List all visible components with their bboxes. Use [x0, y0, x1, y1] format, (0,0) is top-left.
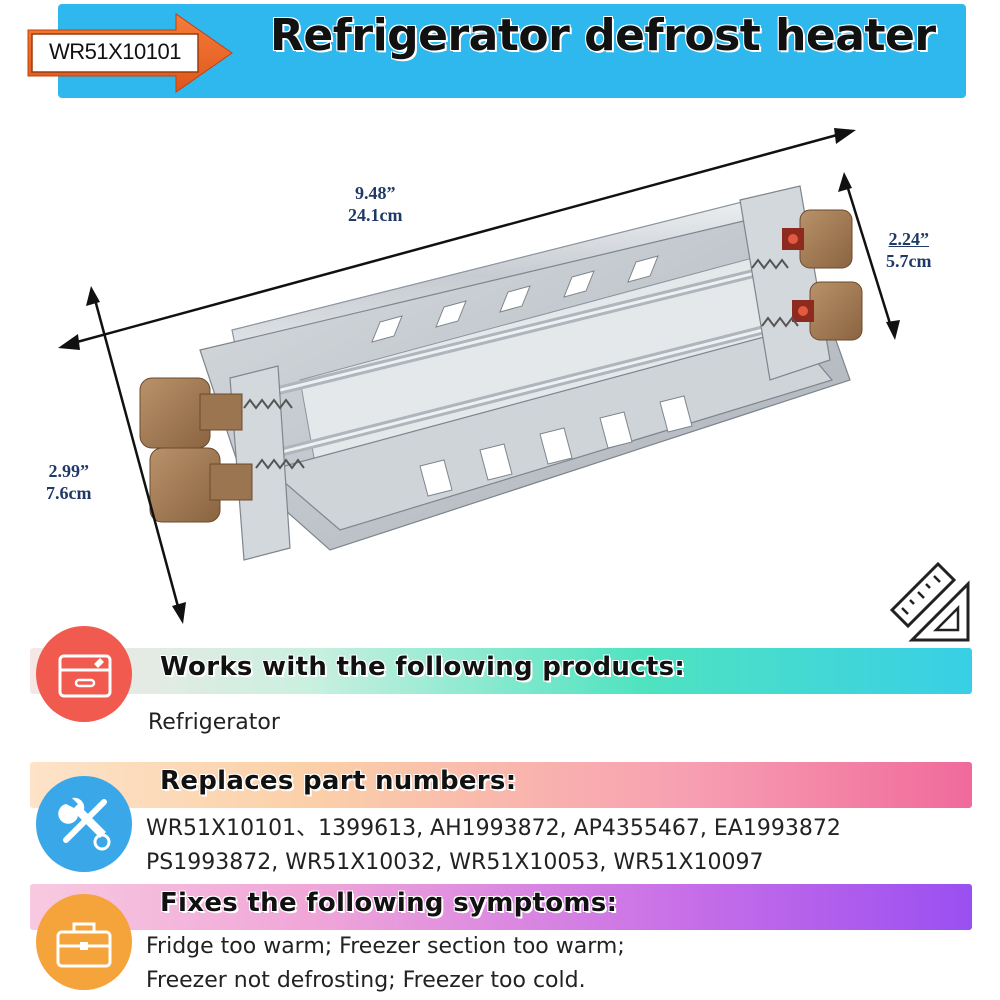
part-number-label: WR51X10101: [49, 39, 181, 64]
part-number-arrow: [27, 13, 233, 93]
refrigerator-icon: [58, 654, 112, 698]
fixes-line-1: Fridge too warm; Freezer section too war…: [146, 934, 625, 959]
length-cm: 24.1cm: [348, 205, 403, 225]
replaces-line-1: WR51X10101、1399613, AH1993872, AP4355467…: [146, 816, 841, 841]
ruler-triangle-icon: [889, 561, 970, 642]
replaces-title: Replaces part numbers:: [160, 766, 517, 796]
length-dimension: 9.48” 24.1cm: [348, 182, 402, 226]
fixes-icon-badge: [36, 894, 132, 990]
works-with-banner: [30, 648, 972, 694]
fixes-title: Fixes the following symptoms:: [160, 888, 618, 918]
height-dimension: 2.99” 7.6cm: [46, 460, 91, 504]
width-dimension: 2.24” 5.7cm: [886, 228, 931, 272]
works-with-title: Works with the following products:: [160, 652, 686, 682]
page-title: Refrigerator defrost heater: [270, 10, 936, 61]
width-cm: 5.7cm: [886, 251, 932, 271]
replaces-banner: [30, 762, 972, 808]
width-inches: 2.24”: [888, 229, 929, 249]
product-image: [58, 128, 900, 624]
fixes-banner: [30, 884, 972, 930]
length-inches: 9.48”: [354, 183, 396, 203]
replaces-line-2: PS1993872, WR51X10032, WR51X10053, WR51X…: [146, 850, 764, 875]
toolbox-icon: [56, 922, 112, 968]
works-with-icon-badge: [36, 626, 132, 722]
fixes-line-2: Freezer not defrosting; Freezer too cold…: [146, 968, 586, 993]
wrench-screwdriver-icon: [58, 797, 111, 851]
replaces-icon-badge: [36, 776, 132, 872]
works-with-line-1: Refrigerator: [148, 710, 280, 735]
height-inches: 2.99”: [48, 461, 89, 481]
height-cm: 7.6cm: [46, 483, 92, 503]
